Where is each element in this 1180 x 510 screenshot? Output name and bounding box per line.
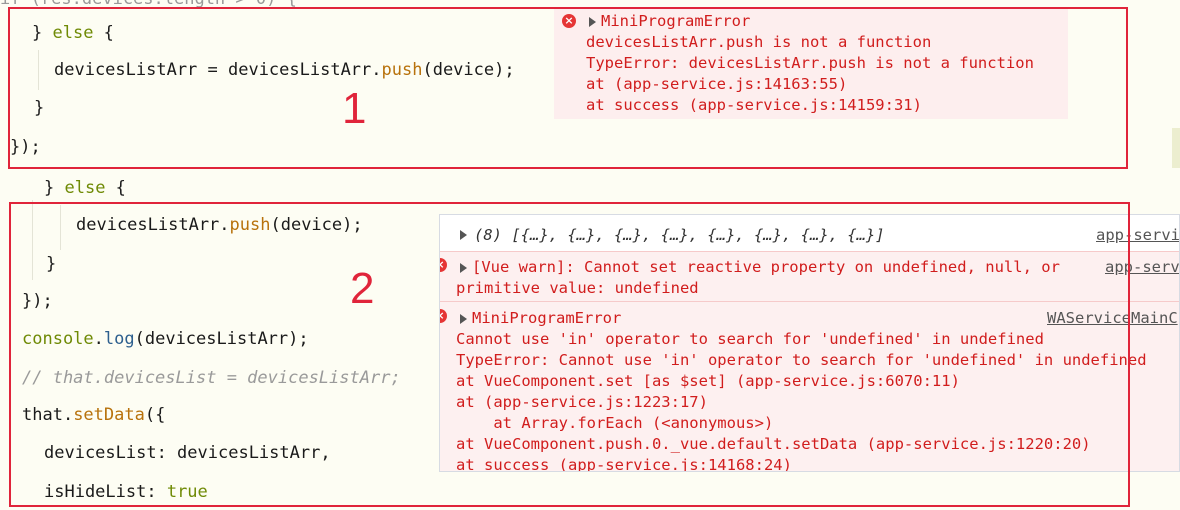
error-popup-line: at success (app-service.js:14159:31) <box>586 96 922 114</box>
code-line-else: } else { <box>32 23 114 43</box>
annotation-label-2: 2 <box>350 264 375 313</box>
code-line-push: devicesListArr.push(device); <box>76 215 363 235</box>
expand-triangle-icon[interactable] <box>589 17 596 27</box>
error-popup-line: TypeError: devicesListArr.push is not a … <box>586 54 1034 72</box>
mini-error-line: at (app-service.js:1223:17) <box>456 393 708 411</box>
console-source-link[interactable]: app-servi <box>1096 226 1180 244</box>
vue-warn-line2: primitive value: undefined <box>456 279 699 297</box>
mini-error-title: MiniProgramError <box>472 309 622 327</box>
error-popup-line: at (app-service.js:14163:55) <box>586 75 848 93</box>
console-log-row[interactable]: (8) [{…}, {…}, {…}, {…}, {…}, {…}, {…}, … <box>440 215 1179 251</box>
mini-error-line: at Array.forEach (<anonymous>) <box>456 414 774 432</box>
code-line-console-log: console.log(devicesListArr); <box>22 329 309 349</box>
console-source-link[interactable]: app-serv <box>1105 258 1180 276</box>
console-log-text: (8) [{…}, {…}, {…}, {…}, {…}, {…}, {…}, … <box>474 226 885 244</box>
code-line-prop-ishidelist: isHideList: true <box>44 482 208 502</box>
error-popup-title: MiniProgramError <box>601 12 751 30</box>
console-mini-error-row[interactable]: × MiniProgramError WAServiceMainC Cannot… <box>440 301 1179 472</box>
mini-error-line: Cannot use 'in' operator to search for '… <box>456 330 1044 348</box>
error-popup: × MiniProgramError devicesListArr.push i… <box>554 9 1068 119</box>
code-line-setdata: that.setData({ <box>22 405 166 425</box>
mini-error-line: at VueComponent.set [as $set] (app-servi… <box>456 372 960 390</box>
vue-warn-line1: [Vue warn]: Cannot set reactive property… <box>472 258 1060 276</box>
console-panel: (8) [{…}, {…}, {…}, {…}, {…}, {…}, {…}, … <box>439 214 1180 472</box>
expand-triangle-icon[interactable] <box>460 263 467 273</box>
indent-guide <box>38 50 39 90</box>
code-line-close-paren: }); <box>10 137 41 157</box>
code-line-comment: // that.devicesList = devicesListArr; <box>22 368 401 388</box>
console-vue-warn-row[interactable]: × [Vue warn]: Cannot set reactive proper… <box>440 251 1179 302</box>
console-source-link[interactable]: WAServiceMainC <box>1047 309 1178 327</box>
code-line-prop-deviceslist: devicesList: devicesListArr, <box>44 443 331 463</box>
indent-guide <box>32 200 33 280</box>
error-popup-line: devicesListArr.push is not a function <box>586 33 932 51</box>
code-line-close-brace: } <box>34 98 45 118</box>
mini-error-line: at VueComponent.push.0._vue.default.setD… <box>456 435 1091 453</box>
error-circle-icon: × <box>440 309 447 323</box>
error-circle-icon: × <box>562 14 576 28</box>
expand-triangle-icon[interactable] <box>460 314 467 324</box>
expand-triangle-icon[interactable] <box>460 230 467 240</box>
annotation-label-1: 1 <box>342 84 367 133</box>
code-line-close-brace-2: } <box>46 254 57 274</box>
code-line-close-paren-2: }); <box>22 291 53 311</box>
annotation-box-1 <box>8 7 1128 169</box>
indent-guide <box>60 205 61 250</box>
mini-error-line: at success (app-service.js:14168:24) <box>456 456 792 472</box>
error-circle-icon: × <box>440 258 447 272</box>
code-line-partial: if (res.devices.length > 0) { <box>0 0 297 10</box>
mini-error-line: TypeError: Cannot use 'in' operator to s… <box>456 351 1147 369</box>
annotation-box-2 <box>9 202 1130 507</box>
code-line-else-2: } else { <box>44 178 126 198</box>
scroll-marker <box>1172 128 1180 168</box>
code-line-assign-push: devicesListArr = devicesListArr.push(dev… <box>54 60 515 80</box>
